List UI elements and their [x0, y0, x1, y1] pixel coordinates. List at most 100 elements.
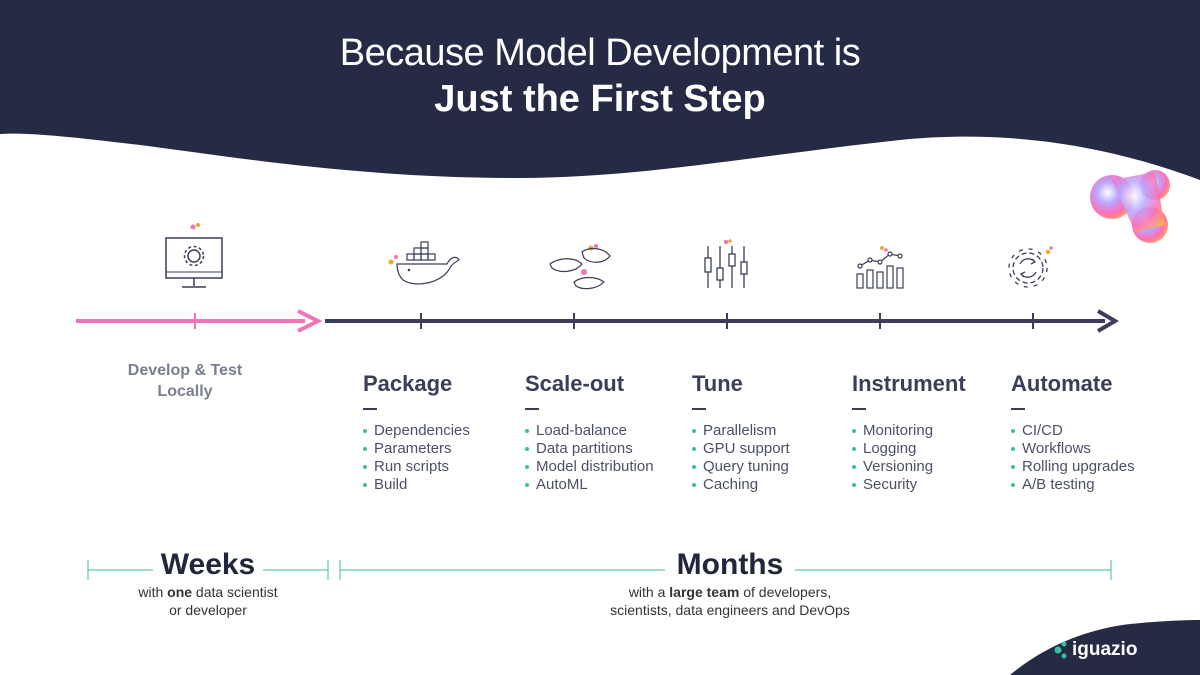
stage-title: Automate [1011, 371, 1113, 396]
bullet-dot [852, 465, 856, 469]
item-text: A/B testing [1022, 476, 1095, 493]
item-text: Load-balance [536, 422, 627, 439]
list-item: Parallelism [692, 422, 790, 440]
stage-list: Dependencies Parameters Run scripts Buil… [363, 422, 470, 494]
list-item: Model distribution [525, 458, 654, 476]
docker-whale-icon [388, 241, 460, 285]
item-text: Monitoring [863, 422, 934, 439]
bullet-dot [692, 483, 696, 487]
bullet-dot [363, 447, 367, 451]
stage-title: Scale-out [525, 371, 625, 396]
gear-sync-icon [1008, 246, 1053, 288]
title-line2: Just the First Step [434, 78, 766, 120]
caption-line2: or developer [169, 602, 247, 618]
stage-tune: Tune Parallelism GPU support Query tunin… [692, 370, 790, 494]
stage-title: Tune [692, 371, 743, 396]
caption-bold: one [167, 584, 193, 600]
months-duration: Months with a large team of developers, … [530, 547, 930, 619]
footer-corner [1010, 620, 1200, 675]
timeline-arrow-head [1096, 309, 1119, 333]
stage-instrument: Instrument Monitoring Logging Versioning… [852, 370, 966, 494]
bullet-dot [1011, 447, 1015, 451]
item-text: Run scripts [374, 458, 450, 475]
whales-icon [549, 244, 611, 290]
list-item: Build [363, 476, 470, 494]
slide-title: Because Model Development is Just the Fi… [0, 30, 1200, 122]
header-wave [0, 0, 1200, 180]
weeks-label: Weeks [152, 547, 264, 583]
local-label-line1: Develop & Test [127, 362, 243, 379]
bullet-dot [1011, 465, 1015, 469]
bullet-dot [852, 447, 856, 451]
bullet-dot [692, 429, 696, 433]
caption-bold: large team [669, 584, 740, 600]
list-item: Dependencies [363, 422, 470, 440]
stage-automate: Automate CI/CD Workflows Rolling upgrade… [1011, 370, 1135, 494]
stage-dash [852, 408, 866, 410]
caption-text: data scientist [192, 584, 278, 600]
stage-title: Instrument [852, 371, 966, 396]
local-arrow-head [297, 309, 323, 333]
iguazio-logo-text: iguazio [1072, 639, 1138, 660]
item-text: CI/CD [1022, 422, 1063, 439]
list-item: CI/CD [1011, 422, 1135, 440]
list-item: Load-balance [525, 422, 654, 440]
bar-chart-icon [856, 246, 904, 289]
item-text: GPU support [703, 440, 790, 457]
item-text: Versioning [863, 458, 934, 475]
item-text: Dependencies [374, 422, 470, 439]
bullet-dot [363, 465, 367, 469]
stage-title: Package [363, 371, 453, 396]
local-label-line2: Locally [157, 383, 213, 400]
item-text: Data partitions [536, 440, 633, 457]
list-item: Security [852, 476, 966, 494]
months-label: Months [664, 547, 796, 583]
caption-text: with a [628, 584, 670, 600]
stage-dash [692, 408, 706, 410]
list-item: Data partitions [525, 440, 654, 458]
caption-line2: scientists, data engineers and DevOps [610, 602, 850, 618]
bullet-dot [692, 465, 696, 469]
bullet-dot [525, 429, 529, 433]
local-stage-label: Develop & Test Locally [105, 360, 265, 402]
bullet-dot [852, 429, 856, 433]
iguazio-logo-mark [1054, 641, 1067, 659]
stage-package: Package Dependencies Parameters Run scri… [363, 370, 470, 494]
item-text: Query tuning [703, 458, 789, 475]
bullet-dot [525, 483, 529, 487]
bullet-dot [1011, 483, 1015, 487]
bullet-dot [525, 447, 529, 451]
item-text: Rolling upgrades [1022, 458, 1135, 475]
item-text: Model distribution [536, 458, 654, 475]
list-item: Monitoring [852, 422, 966, 440]
list-item: Parameters [363, 440, 470, 458]
months-caption: with a large team of developers, scienti… [530, 583, 930, 619]
stage-list: Load-balance Data partitions Model distr… [525, 422, 654, 494]
bullet-dot [692, 447, 696, 451]
stage-dash [525, 408, 539, 410]
list-item: Run scripts [363, 458, 470, 476]
list-item: A/B testing [1011, 476, 1135, 494]
item-text: Workflows [1022, 440, 1091, 457]
bullet-dot [363, 429, 367, 433]
monitor-gear-icon [165, 223, 223, 288]
caption-text: with [138, 584, 168, 600]
iguazio-blob-icon [1090, 170, 1170, 243]
list-item: Versioning [852, 458, 966, 476]
list-item: Workflows [1011, 440, 1135, 458]
stage-dash [363, 408, 377, 410]
bullet-dot [525, 465, 529, 469]
item-text: Logging [863, 440, 917, 457]
list-item: GPU support [692, 440, 790, 458]
item-text: Parallelism [703, 422, 777, 439]
item-text: Parameters [374, 440, 452, 457]
item-text: Caching [703, 476, 759, 493]
item-text: Build [374, 476, 408, 493]
bullet-dot [852, 483, 856, 487]
stage-list: CI/CD Workflows Rolling upgrades A/B tes… [1011, 422, 1135, 494]
weeks-duration: Weeks with one data scientist or develop… [108, 547, 308, 619]
list-item: Query tuning [692, 458, 790, 476]
stage-list: Parallelism GPU support Query tuning Cac… [692, 422, 790, 494]
weeks-caption: with one data scientist or developer [108, 583, 308, 619]
